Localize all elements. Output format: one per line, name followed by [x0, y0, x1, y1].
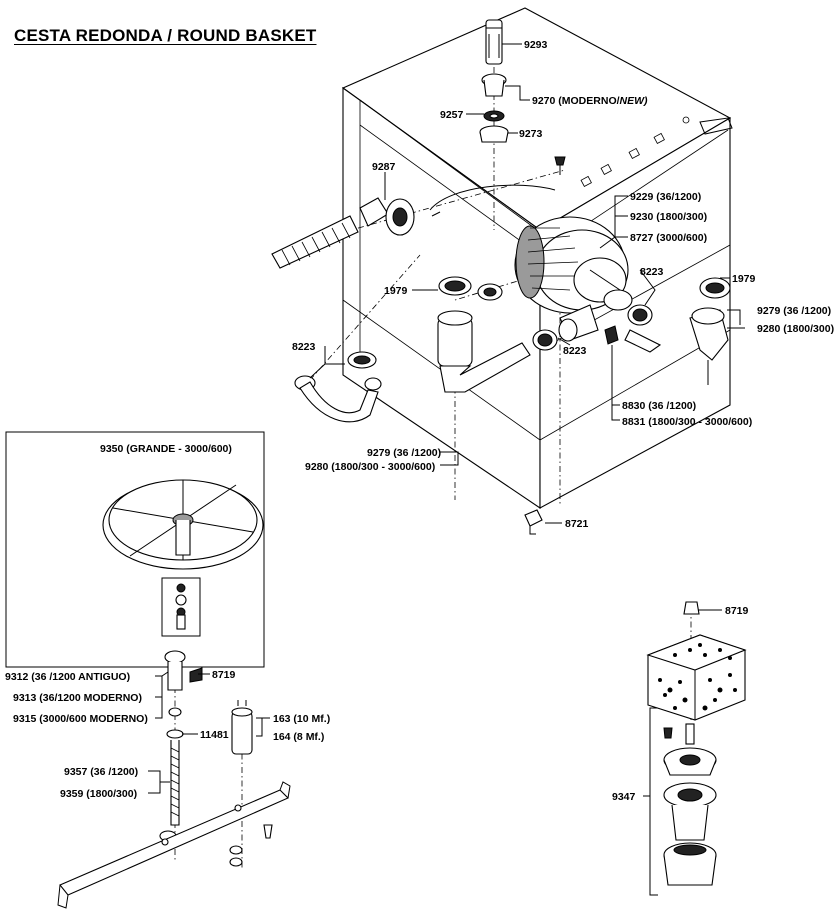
label-9347: 9347	[612, 791, 636, 803]
label-9257: 9257	[440, 109, 464, 121]
label-9270-new: NEW)	[620, 95, 648, 107]
label-8831: 8831 (1800/300 - 3000/600)	[622, 416, 752, 428]
label-9313: 9313 (36/1200 MODERNO)	[13, 692, 142, 704]
label-9279-right: 9279 (36 /1200)	[757, 305, 831, 317]
label-8223-right: 8223	[640, 266, 664, 278]
basket-detail-box	[5, 431, 265, 668]
label-9270: 9270 (MODERNO/NEW)	[532, 95, 648, 107]
label-1979-right: 1979	[732, 273, 756, 285]
label-9357: 9357 (36 /1200)	[64, 766, 138, 778]
pump-motor	[514, 216, 633, 342]
label-9273: 9273	[519, 128, 543, 140]
label-9270-main: 9270 (MODERNO/	[532, 95, 620, 107]
part-labels: 9293 9270 (MODERNO/NEW) 9257 9273 9287 9…	[5, 39, 834, 803]
label-9350: 9350 (GRANDE - 3000/600)	[100, 443, 232, 455]
label-9229: 9229 (36/1200)	[630, 191, 701, 203]
top-parts	[479, 19, 566, 175]
label-9230: 9230 (1800/300)	[630, 211, 707, 223]
label-8830: 8830 (36 /1200)	[622, 400, 696, 412]
label-9293: 9293	[524, 39, 548, 51]
drain-hoses	[299, 307, 729, 423]
label-8719-right: 8719	[725, 605, 749, 617]
label-8223-left: 8223	[292, 341, 316, 353]
filter-assembly	[646, 601, 747, 886]
inlet-hose	[271, 184, 556, 269]
label-8727: 8727 (3000/600)	[630, 232, 707, 244]
label-9287: 9287	[372, 161, 396, 173]
label-9279-bottom: 9279 (36 /1200)	[367, 447, 441, 459]
label-9359: 9359 (1800/300)	[60, 788, 137, 800]
lower-left-parts	[57, 650, 291, 909]
label-9312: 9312 (36 /1200 ANTIGUO)	[5, 671, 130, 683]
label-9280-bottom: 9280 (1800/300 - 3000/600)	[305, 461, 435, 473]
label-8721: 8721	[565, 518, 589, 530]
label-1979-left: 1979	[384, 285, 408, 297]
label-8223-bottom: 8223	[563, 345, 587, 357]
leader-lines	[148, 43, 745, 896]
part-8721	[524, 509, 543, 535]
hose-clamps	[294, 276, 731, 391]
label-9315: 9315 (3000/600 MODERNO)	[13, 713, 148, 725]
label-8719-left: 8719	[212, 669, 236, 681]
label-11481: 11481	[200, 729, 229, 741]
label-9280-right: 9280 (1800/300)	[757, 323, 834, 335]
label-163: 163 (10 Mf.)	[273, 713, 330, 725]
label-164: 164 (8 Mf.)	[273, 731, 324, 743]
diagram-title: CESTA REDONDA / ROUND BASKET	[14, 26, 317, 45]
